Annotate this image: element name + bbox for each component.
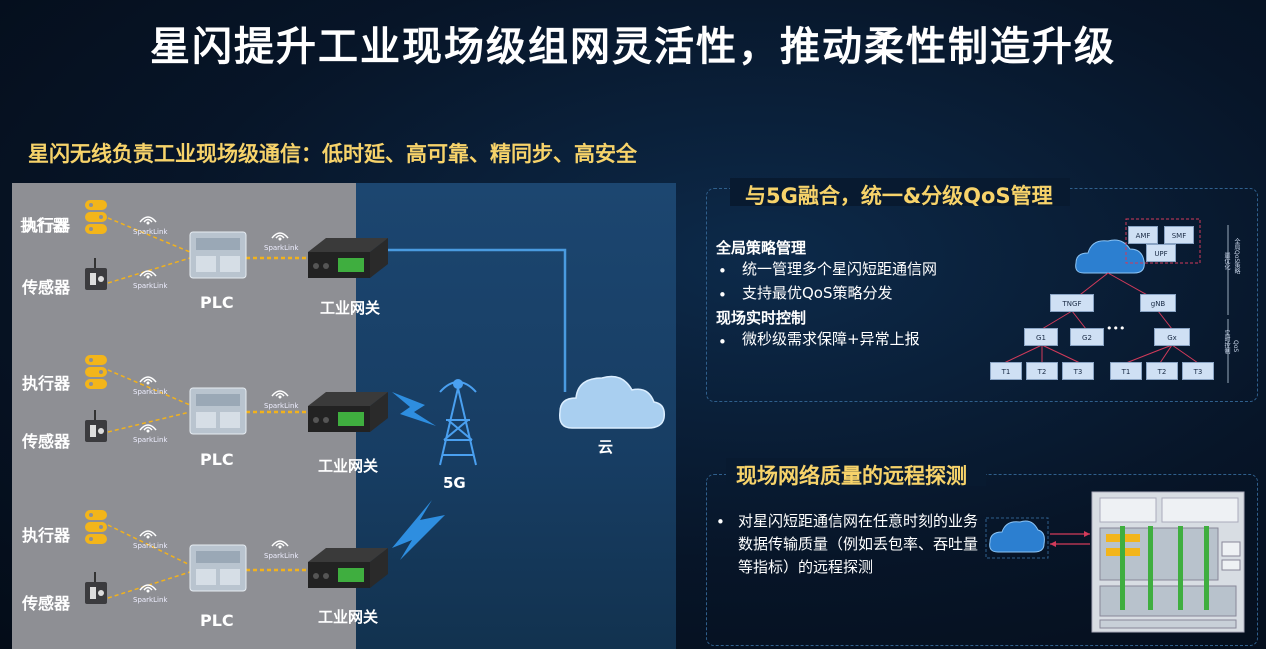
sensor-label: 传感器 (22, 432, 71, 451)
cloud-label: 云 (598, 438, 614, 456)
link-line (107, 411, 191, 433)
realtime-control-title: 现场实时控制 (716, 309, 807, 327)
topology-lines (107, 217, 666, 599)
tree-node-tngf: TNGF (1050, 294, 1094, 312)
global-policy-item: 统一管理多个星闪短距通信网 (742, 260, 938, 278)
actuator-icon (85, 355, 107, 389)
sparklink-label: SparkLink (133, 596, 168, 604)
sparklink-label: SparkLink (133, 436, 168, 444)
plc-label: PLC (200, 450, 234, 469)
wireless-bolt (392, 392, 436, 426)
qos-tree-diagram (1003, 218, 1229, 383)
plc-icon (189, 231, 247, 279)
side-label: 最优化 (1223, 252, 1230, 270)
plc-icon (189, 387, 247, 435)
sparklink-label: SparkLink (264, 552, 299, 560)
sparklink-label: SparkLink (133, 542, 168, 550)
tree-node-t3: T3 (1182, 362, 1214, 380)
global-policy-item: 支持最优QoS策略分发 (742, 284, 893, 302)
link-line (107, 524, 191, 566)
qos-title: 与5G融合，统一&分级QoS管理 (745, 184, 1053, 208)
tree-node-gnb: gNB (1140, 294, 1176, 312)
sparklink-icon (139, 216, 157, 226)
gateway-icon (308, 392, 388, 432)
gateway-label: 工业网关 (318, 457, 379, 475)
tree-node-t2: T2 (1026, 362, 1058, 380)
tree-node-amf: AMF (1128, 226, 1158, 244)
plc-label: PLC (200, 611, 234, 630)
tree-node-g2: G2 (1070, 328, 1104, 346)
sensor-label: 传感器 (22, 278, 71, 297)
probe-text: 对星闪短距通信网在任意时刻的业务数据传输质量（例如丢包率、吞吐量等指标）的远程探… (738, 512, 979, 576)
sparklink-icon (139, 270, 157, 280)
actuator-icon (85, 510, 107, 544)
probe-title-bg (726, 458, 986, 486)
sparklink-label: SparkLink (264, 402, 299, 410)
link-line (107, 217, 191, 253)
tree-node-smf: SMF (1164, 226, 1194, 244)
actuator-icon (85, 200, 107, 234)
tree-node-t3: T3 (1062, 362, 1094, 380)
sparklink-label: SparkLink (133, 282, 168, 290)
tree-node-t1: T1 (1110, 362, 1142, 380)
device-icons (84, 200, 388, 605)
sensor-icon (84, 571, 108, 605)
tower-icon (439, 379, 477, 466)
cloud-icon (559, 375, 666, 429)
sparklink-icon (139, 584, 157, 594)
field-panel (12, 183, 356, 649)
tree-node-g1: G1 (1024, 328, 1058, 346)
plc-label: PLC (200, 293, 234, 312)
sensor-icon (84, 409, 108, 443)
gateway-icon (308, 238, 388, 278)
sensor-label: 传感器 (22, 594, 71, 613)
sparklink-label: SparkLink (133, 388, 168, 396)
sparklink-label: SparkLink (133, 228, 168, 236)
plc-icon (189, 544, 247, 592)
tree-node-t2: T2 (1146, 362, 1178, 380)
sparklink-icon (271, 540, 289, 550)
global-policy-title: 全局策略管理 (716, 239, 807, 257)
side-label: 全局QoS策略 (1233, 238, 1240, 275)
tree-ellipsis: ••• (1106, 322, 1126, 335)
tree-node-t1: T1 (990, 362, 1022, 380)
side-label: QoS (1232, 340, 1239, 353)
qos-title-bg (730, 178, 1070, 206)
page-subtitle: 星闪无线负责工业现场级通信：低时延、高可靠、精同步、高安全 (28, 142, 637, 166)
gateway-cloud-line (385, 248, 567, 392)
sparklink-icon (139, 424, 157, 434)
probe-diagram (985, 491, 1245, 633)
side-label: 实时控制 (1223, 330, 1230, 354)
tree-node-upf: UPF (1146, 244, 1176, 262)
tree-node-gx: Gx (1154, 328, 1190, 346)
sparklink-label: SparkLink (264, 244, 299, 252)
actuator-label: 执行器 (22, 216, 71, 235)
tower-label: 5G (443, 474, 466, 492)
actuator-label: 执行器 (20, 216, 69, 235)
gateway-icon (308, 548, 388, 588)
sparklink-icon (271, 232, 289, 242)
probe-title: 现场网络质量的远程探测 (736, 464, 967, 488)
link-line (107, 369, 191, 406)
wireless-bolt (392, 500, 445, 560)
actuator-label: 执行器 (22, 374, 71, 393)
actuator-label: 执行器 (22, 526, 71, 545)
sparklink-icon (139, 376, 157, 386)
sensor-icon (84, 257, 108, 291)
sparklink-icon (271, 390, 289, 400)
realtime-control-item: 微秒级需求保障+异常上报 (742, 330, 920, 348)
page-title: 星闪提升工业现场级组网灵活性，推动柔性制造升级 (150, 24, 1116, 70)
gateway-label: 工业网关 (318, 608, 379, 626)
gateway-label: 工业网关 (320, 299, 381, 317)
sparklink-icon (139, 530, 157, 540)
